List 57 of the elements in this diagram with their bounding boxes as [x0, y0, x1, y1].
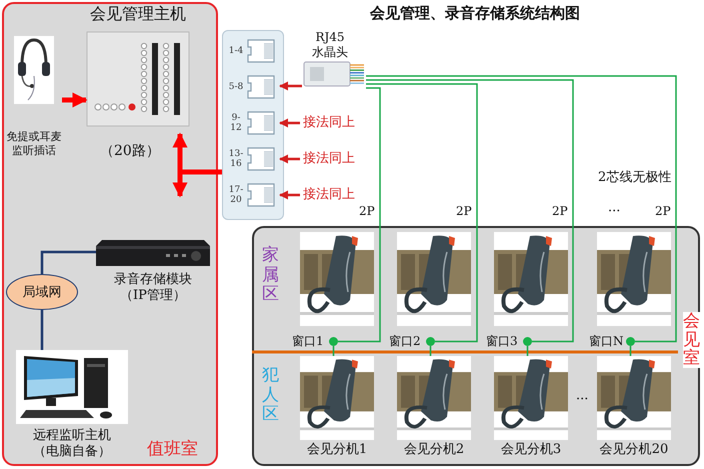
- edge-label: 2P: [455, 204, 473, 218]
- node-label: 免提或耳麦监听插话: [6, 130, 62, 158]
- node-label: 会见分机2: [402, 442, 466, 458]
- node-caption: 窗口3: [486, 333, 518, 350]
- arrow: [279, 82, 302, 90]
- edge-label: 2P: [654, 204, 672, 218]
- node-label: 录音存储模块（IP管理）: [113, 272, 193, 304]
- port-number: 17-20: [228, 185, 244, 205]
- node-label: 会见分机20: [598, 442, 670, 458]
- room-title: 会见室: [683, 312, 700, 368]
- connector-line: [430, 346, 432, 356]
- node-label: 远程监听主机（电脑自备）: [32, 428, 112, 460]
- note-label: 2芯线无极性: [598, 169, 672, 186]
- network-ellipse: 局域网: [6, 274, 78, 310]
- edge-label: 2P: [358, 204, 376, 218]
- connector-line: [526, 346, 528, 356]
- node-caption: 窗口1: [292, 333, 324, 350]
- meeting-room-panel: [252, 226, 700, 466]
- arrow: [279, 154, 300, 164]
- port-number: 13-16: [228, 149, 244, 169]
- junction-dot: [626, 337, 635, 346]
- junction-dot: [426, 337, 435, 346]
- junction-dot: [329, 337, 338, 346]
- note-label: ···: [608, 204, 620, 219]
- patch-panel: [222, 30, 284, 220]
- connector-line: [366, 75, 677, 342]
- connector-line: [366, 79, 574, 342]
- junction-dot: [523, 337, 532, 346]
- arrow: [279, 118, 300, 128]
- node-caption: 窗口2: [389, 333, 421, 350]
- connector-line: [40, 250, 96, 274]
- edge-label: 2P: [551, 204, 569, 218]
- diagram-title: 会见管理、录音存储系统结构图: [370, 4, 580, 23]
- connector-line: [366, 83, 478, 342]
- zone-label: 犯人区: [262, 366, 279, 425]
- port-number: 5-8: [228, 82, 244, 92]
- node-label: 会见分机3: [500, 442, 562, 458]
- connector-line: [630, 346, 632, 356]
- node-label: 会见分机1: [306, 442, 368, 458]
- arrow: [62, 92, 88, 108]
- arrow: [279, 190, 300, 200]
- node-heading: 会见管理主机: [89, 4, 187, 25]
- connector-line: [40, 310, 44, 350]
- edge-label: 接法同上: [302, 151, 356, 166]
- edge-label: 接法同上: [302, 115, 356, 130]
- note-label: ···: [576, 392, 588, 407]
- port-number: 1-4: [228, 46, 244, 56]
- zone-label: 家属区: [262, 246, 279, 305]
- duty-room-panel: [2, 2, 218, 466]
- edge-label: 接法同上: [302, 187, 356, 202]
- connector-line: [332, 346, 334, 356]
- node-label: RJ45水晶头: [312, 30, 348, 60]
- room-title: 值班室: [147, 438, 198, 460]
- connector-line: [338, 87, 381, 342]
- node-caption: （20路）: [100, 142, 160, 160]
- node-caption: 窗口N: [589, 333, 624, 350]
- port-number: 9-12: [229, 113, 243, 133]
